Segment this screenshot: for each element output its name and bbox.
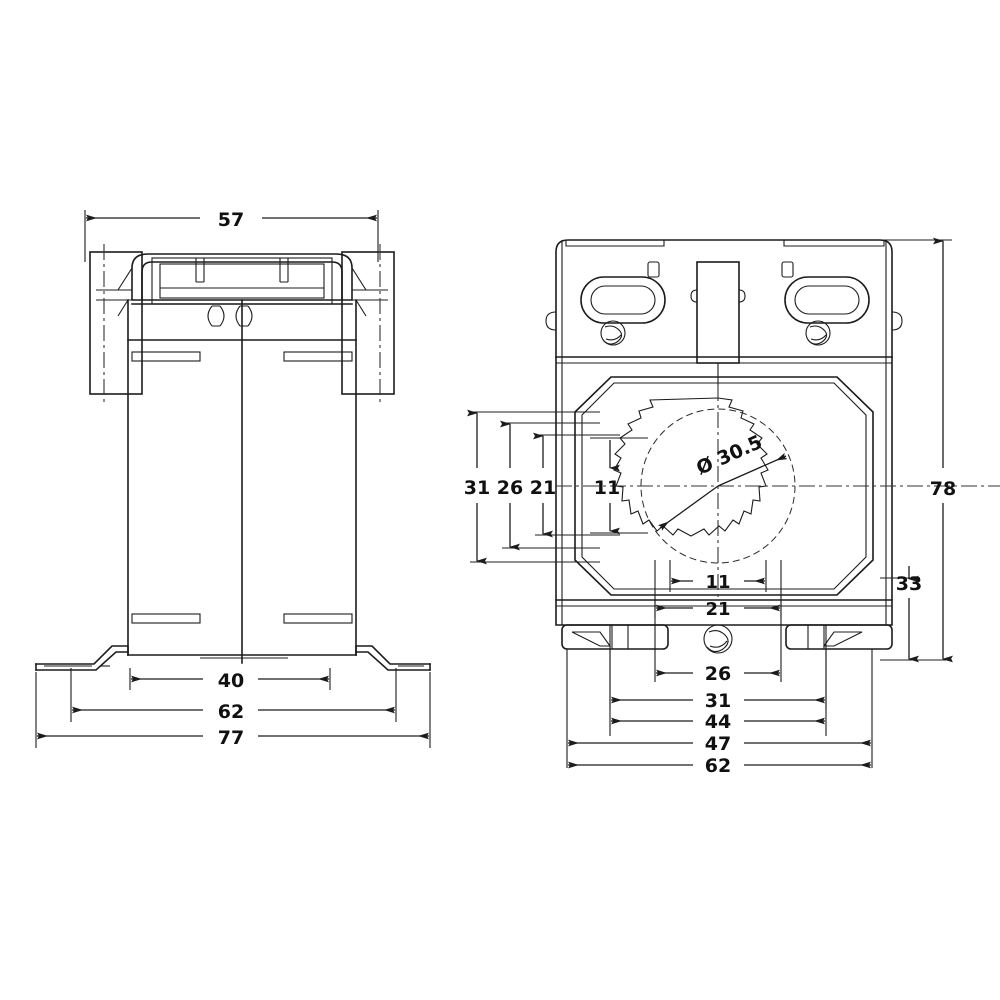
- bore-diameter-annotation: Ø 30.5: [658, 431, 788, 531]
- front-view-right-dimensions: 78 33: [880, 237, 956, 663]
- terminal-screw-right: [805, 320, 831, 346]
- dim-label-v26: 26: [497, 477, 523, 499]
- side-view-geometry: [35, 244, 431, 671]
- dim-label-v31: 31: [464, 477, 490, 499]
- dim-label-57: 57: [218, 209, 244, 231]
- side-view-dimensions: 57 40 62 77: [35, 209, 431, 749]
- front-view-vertical-dimensions: 31 26 21 11: [464, 409, 648, 565]
- dim-label-h44: 44: [705, 711, 731, 733]
- dim-label-33: 33: [896, 573, 922, 595]
- dim-label-40: 40: [218, 670, 244, 692]
- dim-label-h26: 26: [705, 663, 731, 685]
- dim-label-h31: 31: [705, 690, 731, 712]
- dim-label-v21: 21: [530, 477, 556, 499]
- bore-opening: [613, 397, 769, 537]
- dim-label-h62: 62: [705, 755, 731, 777]
- dim-label-77: 77: [218, 727, 244, 749]
- front-view-bottom-dimensions: 11 21 26 31 44 47 62: [566, 560, 873, 777]
- dim-label-v11: 11: [594, 477, 620, 499]
- front-view-geometry: [545, 239, 1000, 654]
- dim-label-h11: 11: [705, 572, 730, 593]
- terminal-screw-left: [600, 320, 626, 346]
- dim-label-h47: 47: [705, 733, 731, 755]
- dim-label-62: 62: [218, 701, 244, 723]
- dim-label-diameter: Ø 30.5: [693, 431, 766, 479]
- dim-label-78: 78: [930, 478, 956, 500]
- dim-label-h21: 21: [705, 599, 730, 620]
- base-screw: [703, 624, 733, 654]
